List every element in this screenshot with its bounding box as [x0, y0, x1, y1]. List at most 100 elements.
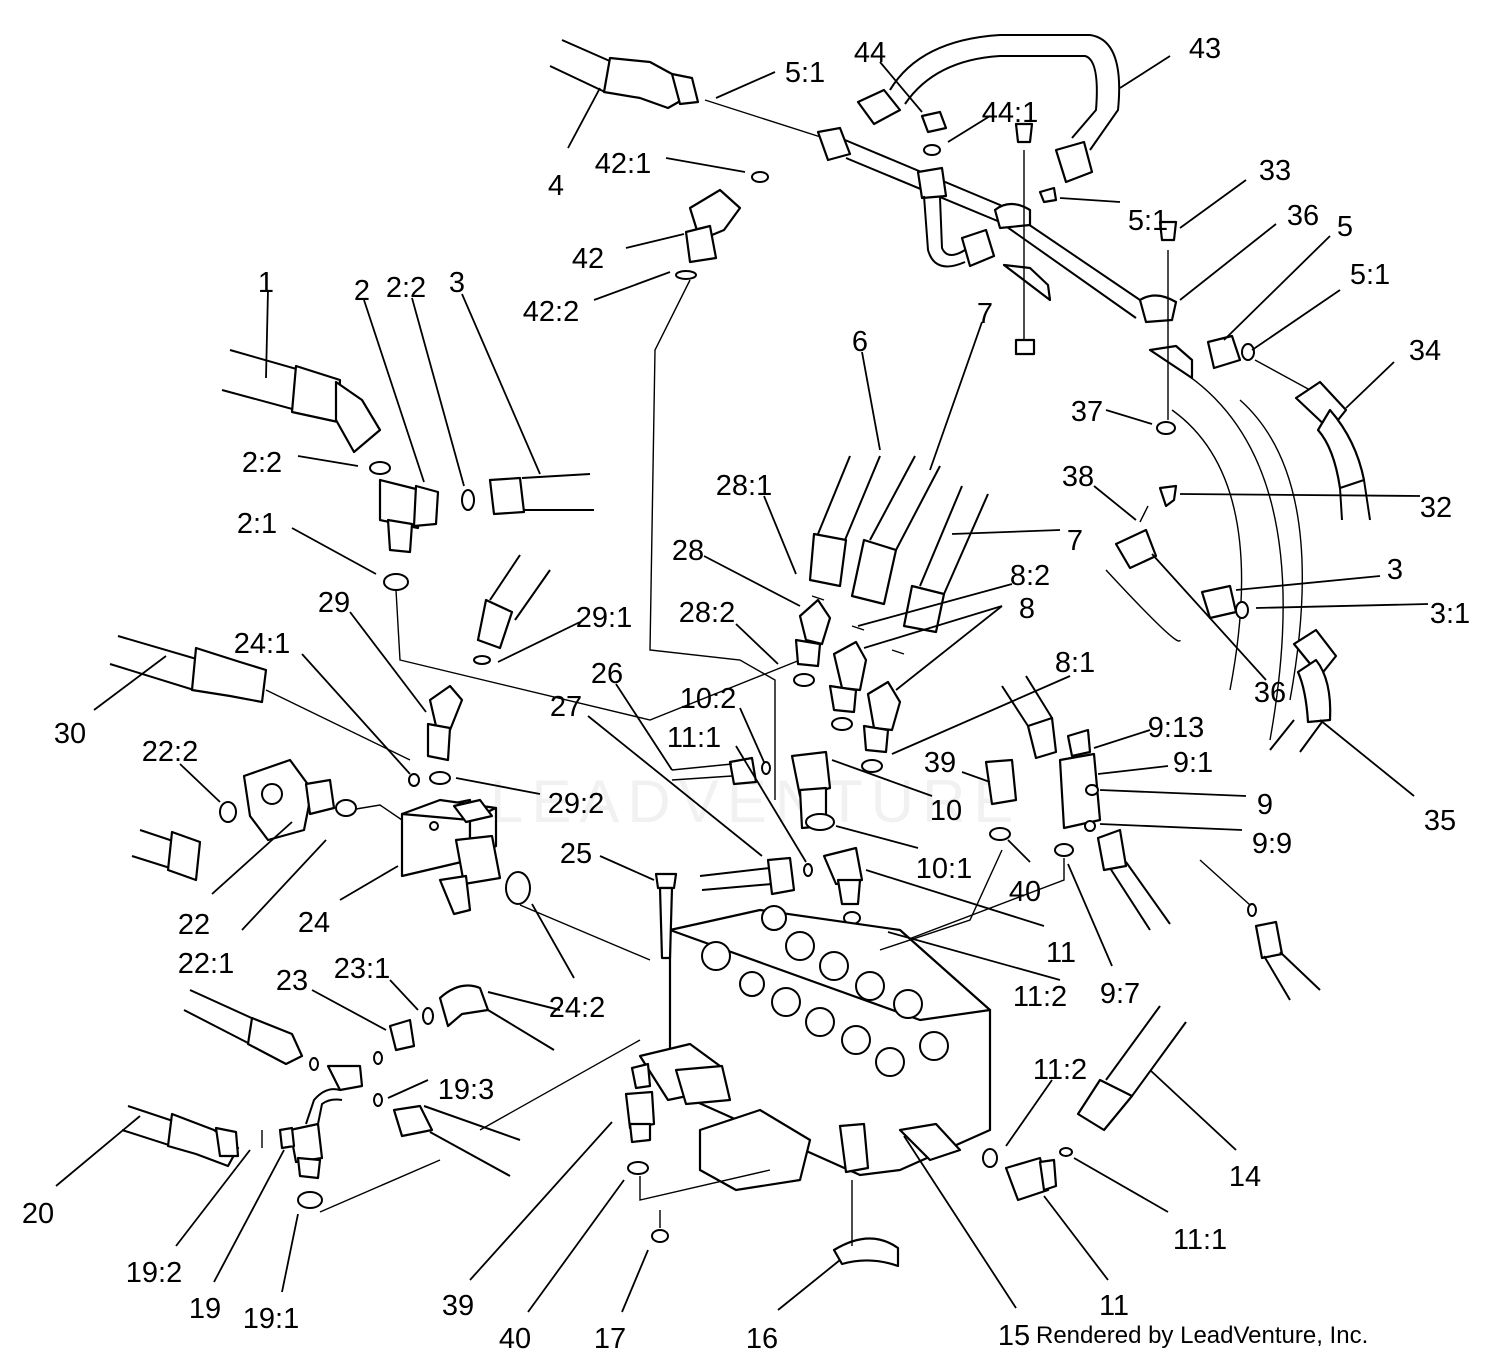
- callout-label: 33: [1259, 155, 1291, 187]
- callout-label: 9:9: [1252, 828, 1292, 860]
- ring-44-1: [923, 144, 941, 156]
- fitting-11-lower: [982, 1147, 1073, 1202]
- manifold-24: [400, 798, 502, 916]
- callout-label: 3: [1387, 554, 1403, 586]
- leader-11-2: [879, 849, 1003, 951]
- elbow-22: [242, 758, 336, 842]
- leader-24-2: [519, 904, 651, 961]
- callout-label: 36: [1254, 677, 1286, 709]
- callout-label: 16: [746, 1323, 778, 1355]
- callout-label: 37: [1071, 396, 1103, 428]
- callout-label: 44: [854, 37, 886, 69]
- callout-label: 2:2: [242, 447, 282, 479]
- fitting-5: [1206, 334, 1311, 391]
- hose-19-right: [392, 1104, 521, 1177]
- ring-22-1: [335, 799, 357, 817]
- callout-label: 17: [594, 1323, 626, 1355]
- callout-label: 11:1: [667, 722, 721, 754]
- callout-label: 19:1: [243, 1303, 299, 1335]
- callout-label: 9: [1257, 789, 1273, 821]
- callout-label: 5:1: [785, 57, 825, 89]
- callout-label: 6: [852, 326, 868, 358]
- clamp-33: [993, 122, 1194, 435]
- callout-label: 1: [258, 267, 274, 299]
- callout-label: 39: [924, 747, 956, 779]
- callout-label: 40: [499, 1323, 531, 1355]
- tube-5: [816, 126, 1141, 319]
- callout-label: 22: [178, 909, 210, 941]
- callout-label: 5:1: [1128, 205, 1168, 237]
- callout-label: 28: [672, 535, 704, 567]
- hose-34: [1294, 380, 1371, 521]
- fitting-28: [793, 595, 832, 687]
- hose-lower-right: [1199, 859, 1321, 1001]
- fitting-10: [761, 750, 835, 831]
- callout-label: 7: [1067, 525, 1083, 557]
- fitting-3-right: [1200, 584, 1338, 753]
- callout-label: 36: [1287, 200, 1319, 232]
- callout-label: 11: [1099, 1290, 1129, 1322]
- ring-2-1: [383, 573, 409, 591]
- tube-43: [856, 34, 1121, 184]
- callout-label: 34: [1409, 335, 1441, 367]
- callout-label: 29:1: [576, 602, 632, 634]
- hose-arc-2: [1179, 369, 1284, 741]
- ring-24-2: [505, 871, 531, 905]
- hose-9-right: [1096, 828, 1171, 931]
- hose-4: [549, 39, 700, 110]
- callout-label: 29: [318, 587, 350, 619]
- callout-label: 11:2: [1033, 1054, 1087, 1086]
- callout-label: 15: [998, 1320, 1030, 1352]
- hose-39-upper: [984, 675, 1058, 841]
- elbow-42: [649, 171, 776, 800]
- hose-22: [131, 829, 202, 882]
- callout-label: 40: [1009, 876, 1041, 908]
- ring-2-2-right: [461, 489, 475, 511]
- callout-label: 11:1: [1173, 1224, 1227, 1256]
- valve-9: [879, 728, 1102, 951]
- switch-39-lower: [624, 1090, 771, 1201]
- leader-lines: [55, 55, 1429, 1313]
- hose-20: [121, 1105, 263, 1168]
- leader-24: [349, 804, 403, 821]
- fitting-36-right: [1105, 484, 1181, 642]
- hose-arc-1: [1171, 409, 1243, 691]
- callout-label: 30: [54, 718, 86, 750]
- callout-label: 35: [1424, 805, 1456, 837]
- leader-39: [479, 1039, 641, 1131]
- callout-label: 23: [276, 965, 308, 997]
- callout-label: 27: [550, 691, 582, 723]
- hose-29-upper: [473, 554, 551, 665]
- callout-label: 38: [1062, 461, 1094, 493]
- callout-label: 43: [1189, 33, 1221, 65]
- hose-6: [808, 455, 881, 588]
- callout-label: 10:1: [916, 853, 972, 885]
- callout-label: 23:1: [334, 953, 390, 985]
- tube-5-line: [704, 99, 831, 141]
- nut-17: [651, 1229, 669, 1243]
- callout-label: 44:1: [982, 97, 1038, 129]
- rendered-by-credit: Rendered by LeadVenture, Inc.: [1036, 1322, 1369, 1349]
- hose-7: [850, 455, 989, 634]
- hose-19-upper: [183, 989, 383, 1107]
- callout-label: 22:2: [142, 736, 198, 768]
- callout-label: 2:2: [386, 272, 426, 304]
- callout-label: 2: [354, 275, 370, 307]
- callout-label: 42: [572, 243, 604, 275]
- callout-label: 42:2: [523, 296, 579, 328]
- hose-14: [1076, 1005, 1187, 1132]
- tee-19: [278, 1088, 441, 1213]
- callout-label: 10:2: [680, 683, 736, 715]
- callout-label: 11: [1046, 937, 1076, 969]
- callout-label: 10: [930, 795, 962, 827]
- callout-label: 26: [591, 658, 623, 690]
- callout-label: 8:1: [1055, 647, 1095, 679]
- callout-label: 28:2: [679, 597, 735, 629]
- callout-label: 22:1: [178, 948, 234, 980]
- callout-label: 29:2: [548, 788, 604, 820]
- callout-label: 4: [548, 170, 564, 202]
- callout-label: 19:3: [438, 1074, 494, 1106]
- callout-label: 20: [22, 1198, 54, 1230]
- hose-1: [221, 349, 382, 454]
